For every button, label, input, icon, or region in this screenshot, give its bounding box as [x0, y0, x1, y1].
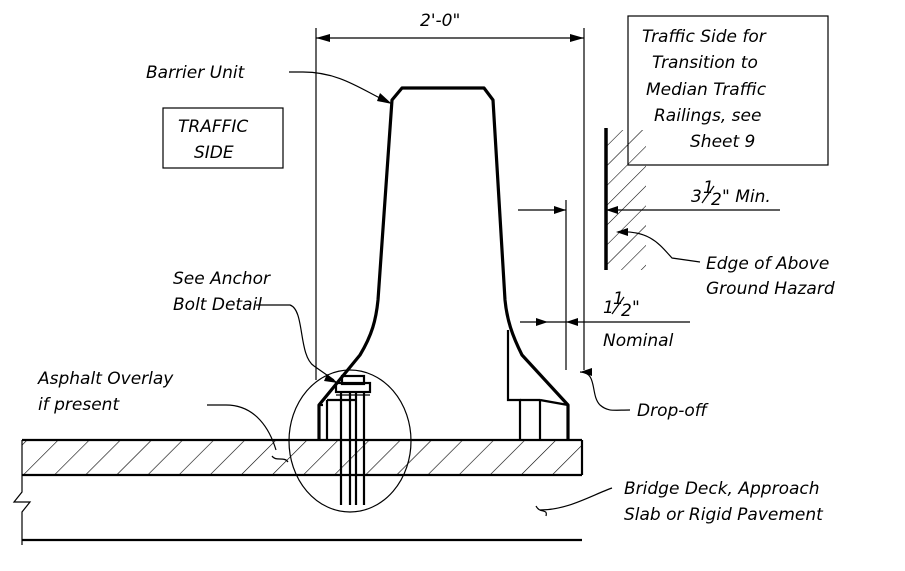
traffic-side-line-1: TRAFFIC: [178, 117, 248, 137]
dropoff-leader: [579, 371, 631, 411]
barrier-unit-leader: [289, 71, 389, 103]
transition-line-1: Traffic Side for: [642, 27, 767, 47]
transition-line-5: Sheet 9: [690, 132, 755, 152]
bridge-deck: [12, 440, 582, 545]
asphalt-overlay-layer: [22, 438, 584, 477]
traffic-side-line-2: SIDE: [194, 143, 234, 163]
svg-text:Nominal: Nominal: [603, 331, 674, 351]
width-dimension-label: 2'-0": [420, 11, 460, 31]
svg-text:2: 2: [621, 301, 632, 321]
anchor-detail-line-2: Bolt Detail: [173, 295, 262, 315]
asphalt-line-1: Asphalt Overlay: [37, 369, 174, 389]
transition-line-2: Transition to: [652, 53, 758, 73]
deck-tick: [535, 505, 547, 517]
anchor-bolt: [288, 369, 412, 513]
dropoff-label: Drop-off: [637, 401, 709, 421]
min-clearance-dimension: [518, 200, 780, 370]
asphalt-leader: [207, 404, 277, 451]
svg-text:" Min.: " Min.: [722, 187, 771, 207]
transition-line-3: Median Traffic: [646, 80, 767, 100]
svg-text:3: 3: [691, 187, 702, 207]
hazard-line-2: Ground Hazard: [706, 279, 835, 299]
width-dimension: [315, 28, 585, 380]
svg-text:2: 2: [711, 190, 722, 210]
hazard-line-1: Edge of Above: [706, 254, 829, 274]
asphalt-tick: [271, 455, 289, 463]
asphalt-line-2: if present: [38, 395, 120, 415]
svg-text:1: 1: [603, 298, 614, 318]
traffic-side-box: [162, 107, 284, 169]
svg-text:1: 1: [703, 178, 714, 198]
barrier-unit-outline: [317, 86, 570, 440]
above-ground-hazard: [604, 128, 646, 270]
anchor-detail-leader: [256, 304, 335, 381]
transition-line-4: Railings, see: [654, 106, 761, 126]
deck-line-2: Slab or Rigid Pavement: [624, 505, 824, 525]
svg-text:": ": [632, 298, 640, 318]
anchor-detail-line-1: See Anchor: [173, 269, 271, 289]
deck-leader: [539, 487, 613, 511]
nominal-label: 1 1 2 " Nominal: [603, 289, 674, 351]
barrier-base: [319, 330, 569, 440]
svg-text:1: 1: [613, 289, 624, 309]
deck-line-1: Bridge Deck, Approach: [624, 479, 820, 499]
min-clearance-label: 3 1 2 " Min.: [691, 178, 771, 210]
barrier-unit-label: Barrier Unit: [146, 63, 246, 83]
transition-note-box: [627, 15, 829, 166]
nominal-dimension: [520, 318, 690, 326]
